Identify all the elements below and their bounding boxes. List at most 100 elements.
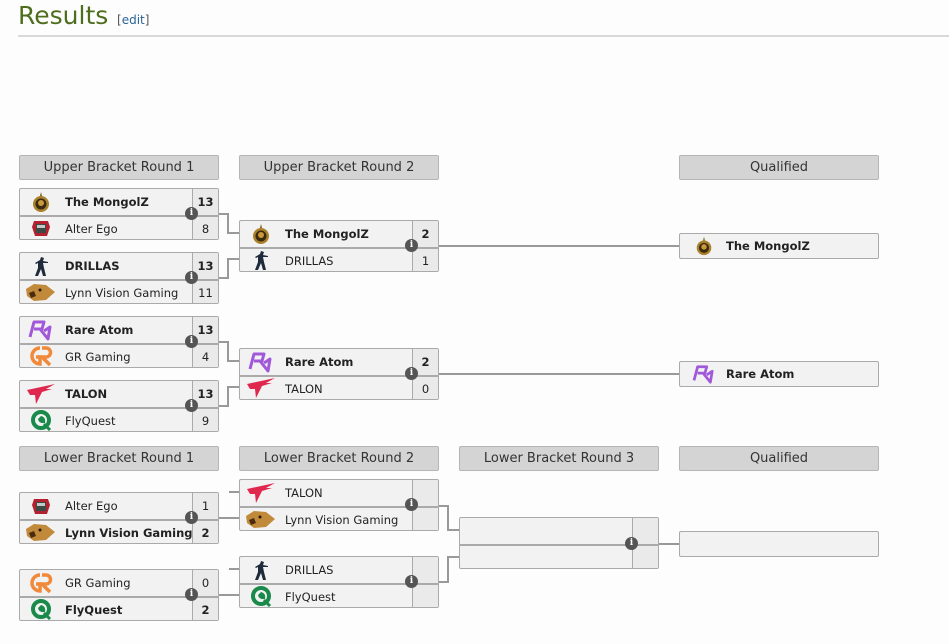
round-header-ub2: Upper Bracket Round 2 bbox=[239, 155, 439, 180]
match-slot[interactable]: TALON 13 bbox=[20, 381, 218, 407]
bracket-connector-line bbox=[227, 386, 229, 407]
team-name: Lynn Vision Gaming bbox=[65, 286, 179, 300]
match-slot[interactable]: GR Gaming 4 bbox=[20, 343, 218, 367]
mongolz-logo-icon bbox=[246, 223, 276, 245]
gr-gaming-logo-icon bbox=[26, 572, 56, 594]
bracket-connector-line bbox=[439, 505, 449, 507]
match-slot[interactable]: Alter Ego 8 bbox=[20, 215, 218, 239]
bracket-connector-line bbox=[659, 543, 679, 545]
team-score: 11 bbox=[192, 281, 218, 303]
match-slot[interactable]: The MongolZ 2 bbox=[240, 221, 438, 247]
bracket-connector-line bbox=[219, 277, 229, 279]
match-slot[interactable]: DRILLAS 1 bbox=[240, 247, 438, 271]
match-info-icon[interactable]: i bbox=[405, 367, 418, 380]
match-slot[interactable]: Lynn Vision Gaming 11 bbox=[20, 279, 218, 303]
round-header-ub1: Upper Bracket Round 1 bbox=[19, 155, 219, 180]
round-header-lb3: Lower Bracket Round 3 bbox=[459, 446, 659, 471]
talon-logo-icon bbox=[246, 482, 276, 504]
match-ub1-2: DRILLAS 13 Lynn Vision Gaming 11 bbox=[19, 252, 219, 304]
rare-atom-logo-icon bbox=[692, 364, 716, 384]
match-slot[interactable]: Rare Atom 13 bbox=[20, 317, 218, 343]
match-info-icon[interactable]: i bbox=[405, 239, 418, 252]
match-info-icon[interactable]: i bbox=[185, 335, 198, 348]
section-title: Results bbox=[18, 1, 109, 30]
qualified-slot-lower-1[interactable] bbox=[679, 531, 879, 557]
drillas-logo-icon bbox=[26, 255, 56, 277]
alter-ego-logo-icon bbox=[26, 217, 56, 239]
bracket-connector-line bbox=[447, 505, 449, 531]
match-lb1-1: Alter Ego 1 Lynn Vision Gaming 2 bbox=[19, 492, 219, 544]
match-lb1-2: GR Gaming 0 FlyQuest 2 bbox=[19, 569, 219, 621]
bracket-connector-line bbox=[447, 556, 459, 558]
match-slot[interactable]: DRILLAS bbox=[240, 557, 438, 583]
bracket-connector-line bbox=[447, 529, 459, 531]
drillas-logo-icon bbox=[246, 249, 276, 271]
match-info-icon[interactable]: i bbox=[405, 575, 418, 588]
match-ub2-1: The MongolZ 2 DRILLAS 1 bbox=[239, 220, 439, 272]
round-header-lb-qualified: Qualified bbox=[679, 446, 879, 471]
team-score: 4 bbox=[192, 345, 218, 367]
alter-ego-logo-icon bbox=[26, 495, 56, 517]
match-slot[interactable] bbox=[460, 544, 658, 568]
edit-link[interactable]: edit bbox=[121, 13, 145, 27]
bracket-connector-line bbox=[227, 232, 239, 234]
team-score: 13 bbox=[192, 189, 218, 215]
match-slot[interactable]: Lynn Vision Gaming 2 bbox=[20, 519, 218, 543]
qualified-slot-upper-1[interactable]: The MongolZ bbox=[679, 233, 879, 259]
bracket-connector-line bbox=[447, 556, 449, 583]
edit-bracket-close: ] bbox=[144, 13, 150, 27]
bracket-connector-line bbox=[219, 341, 229, 343]
bracket-connector-line bbox=[227, 360, 239, 362]
talon-logo-icon bbox=[246, 377, 276, 399]
team-name: The MongolZ bbox=[65, 195, 149, 209]
team-score bbox=[632, 546, 658, 568]
match-slot[interactable]: DRILLAS 13 bbox=[20, 253, 218, 279]
match-slot[interactable]: FlyQuest 9 bbox=[20, 407, 218, 431]
match-slot[interactable]: Lynn Vision Gaming bbox=[240, 506, 438, 530]
team-name: FlyQuest bbox=[65, 603, 123, 617]
match-info-icon[interactable]: i bbox=[185, 207, 198, 220]
team-name: Rare Atom bbox=[285, 355, 354, 369]
bracket-connector-line bbox=[229, 568, 239, 570]
match-ub1-1: The MongolZ 13 Alter Ego 8 bbox=[19, 188, 219, 240]
edit-bracket-open: [ bbox=[117, 13, 122, 27]
match-info-icon[interactable]: i bbox=[405, 498, 418, 511]
qualified-slot-upper-2[interactable]: Rare Atom bbox=[679, 361, 879, 387]
bracket-connector-line bbox=[219, 517, 239, 519]
team-name: GR Gaming bbox=[65, 350, 131, 364]
match-info-icon[interactable]: i bbox=[185, 271, 198, 284]
bracket-connector-line bbox=[439, 245, 679, 247]
round-header-lb2: Lower Bracket Round 2 bbox=[239, 446, 439, 471]
match-info-icon[interactable]: i bbox=[625, 537, 638, 550]
match-slot[interactable]: TALON 0 bbox=[240, 375, 438, 399]
bracket-connector-line bbox=[439, 373, 679, 375]
team-score: 8 bbox=[192, 217, 218, 239]
match-info-icon[interactable]: i bbox=[185, 399, 198, 412]
rare-atom-logo-icon bbox=[246, 351, 276, 373]
team-name: Alter Ego bbox=[65, 499, 118, 513]
match-slot[interactable]: GR Gaming 0 bbox=[20, 570, 218, 596]
team-score bbox=[412, 557, 438, 583]
mongolz-logo-icon bbox=[26, 191, 56, 213]
talon-logo-icon bbox=[26, 383, 56, 405]
bracket-connector-line bbox=[439, 581, 449, 583]
team-name: TALON bbox=[65, 387, 108, 401]
flyquest-logo-icon bbox=[26, 409, 56, 431]
match-slot[interactable]: The MongolZ 13 bbox=[20, 189, 218, 215]
edit-link-wrapper: [edit] bbox=[117, 13, 149, 27]
team-name: Lynn Vision Gaming bbox=[65, 526, 193, 540]
match-info-icon[interactable]: i bbox=[185, 511, 198, 524]
bracket-connector-line bbox=[219, 213, 229, 215]
lynn-vision-logo-icon bbox=[243, 508, 277, 530]
match-slot[interactable]: FlyQuest bbox=[240, 583, 438, 607]
match-slot[interactable]: FlyQuest 2 bbox=[20, 596, 218, 620]
section-heading: Results [edit] bbox=[18, 0, 949, 37]
bracket-connector-line bbox=[227, 213, 229, 234]
team-name: TALON bbox=[285, 382, 323, 396]
bracket-connector-line bbox=[227, 258, 229, 279]
team-score: 0 bbox=[412, 377, 438, 399]
match-slot[interactable]: Alter Ego 1 bbox=[20, 493, 218, 519]
bracket-connector-line bbox=[219, 594, 239, 596]
match-info-icon[interactable]: i bbox=[185, 588, 198, 601]
team-score: 2 bbox=[412, 221, 438, 247]
